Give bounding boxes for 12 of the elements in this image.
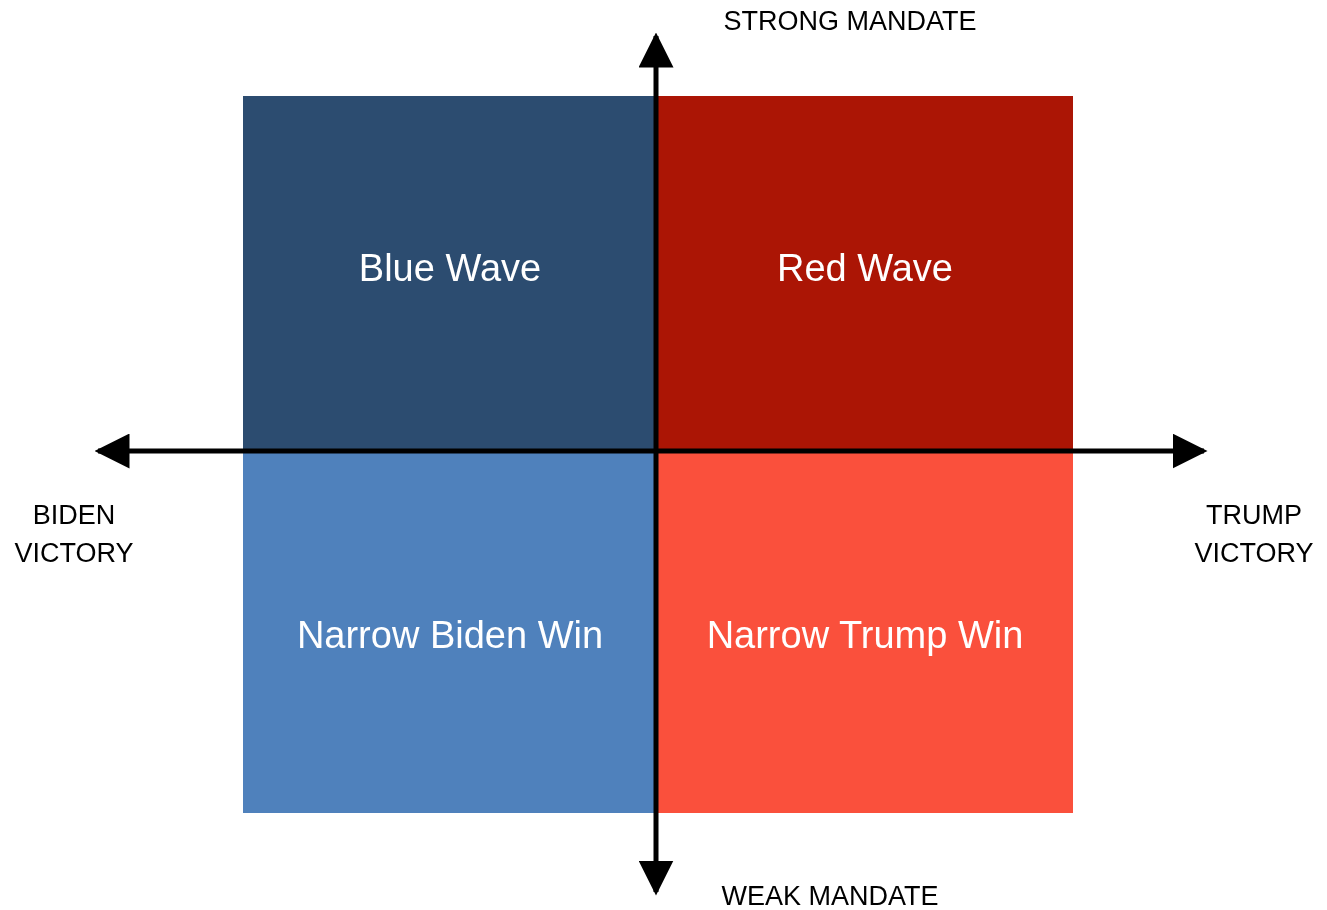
quadrant-label: Narrow Biden Win: [296, 613, 604, 657]
quadrant-panel: [243, 451, 657, 813]
axis-label: TRUMP VICTORY: [1193, 499, 1315, 570]
quadrant-label: Blue Wave: [358, 247, 542, 290]
quadrant-label: Red Wave: [777, 247, 953, 290]
quadrant-label: Narrow Trump Win: [706, 613, 1024, 657]
axis-label: BIDEN VICTORY: [13, 499, 135, 570]
quadrant-panel: [243, 96, 657, 451]
axis-label: WEAK MANDATE: [720, 880, 940, 910]
quadrant-panel: [657, 451, 1073, 813]
quadrant-panel: [657, 96, 1073, 451]
axis-label: STRONG MANDATE: [722, 5, 978, 38]
